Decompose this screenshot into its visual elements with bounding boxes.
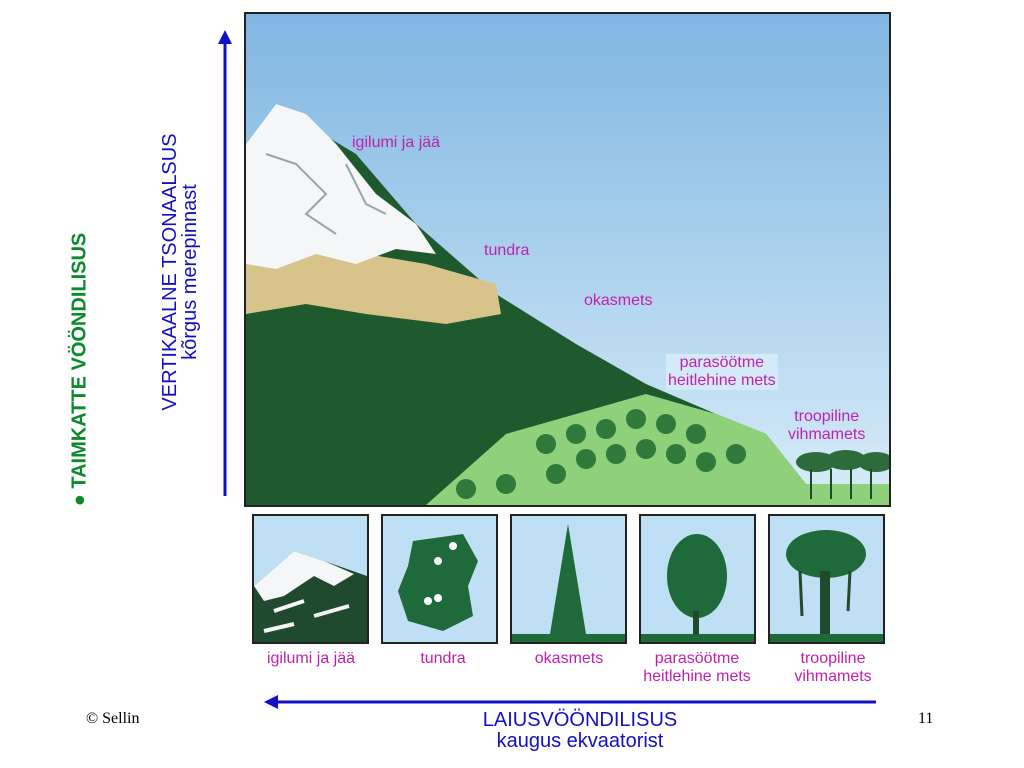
thumb-temperate — [639, 514, 756, 644]
bottom-label-rainforest-line1: troopiline — [800, 650, 866, 667]
bottom-label-temperate-line2: heitlehine mets — [643, 668, 751, 685]
horizontal-axis-title: LAIUSVÖÖNDILISUS — [482, 709, 678, 731]
thumb-snow-ice — [252, 514, 369, 644]
bottom-label-temperate: parasöötme heitlehine mets — [632, 650, 762, 686]
thumb-rainforest — [768, 514, 885, 644]
label-temperate-line2: heitlehine mets — [668, 372, 776, 389]
vertical-arrow — [218, 30, 232, 496]
mountain-illustration — [244, 12, 891, 507]
vegetation-zonality-title: ● TAIMKATTE VÖÖNDILISUS — [68, 232, 91, 507]
horizontal-arrow — [264, 695, 876, 709]
bottom-label-coniferous: okasmets — [534, 650, 604, 667]
thumb-tundra — [381, 514, 498, 644]
label-tundra: tundra — [484, 242, 530, 259]
bottom-label-temperate-line1: parasöötme — [654, 650, 740, 667]
label-tropical-line2: vihmamets — [788, 426, 866, 443]
bottom-label-rainforest-line2: vihmamets — [794, 668, 872, 685]
label-snow-ice: igilumi ja jää — [352, 134, 441, 151]
latitudinal-zonality-title: LAIUSVÖÖNDILISUS kaugus ekvaatorist — [420, 710, 740, 752]
label-tropical-line1: troopiline — [794, 408, 860, 425]
label-temperate-deciduous: parasöötme heitlehine mets — [666, 354, 778, 390]
mountain-scene — [246, 14, 889, 505]
bottom-label-snow-ice: igilumi ja jää — [266, 650, 356, 667]
bottom-label-rainforest: troopiline vihmamets — [768, 650, 898, 686]
vertical-axis-subtitle: kõrgus merepinnast — [179, 184, 201, 360]
copyright: © Sellin — [86, 710, 140, 727]
vertical-axis-title: VERTIKAALNE TSONAALSUS — [159, 133, 181, 411]
label-coniferous: okasmets — [584, 292, 653, 309]
label-tropical-rainforest: troopiline vihmamets — [788, 408, 865, 444]
page-number: 11 — [918, 710, 934, 727]
bottom-label-tundra: tundra — [420, 650, 466, 667]
vertical-zonality-title: VERTIKAALNE TSONAALSUS kõrgus merepinnas… — [159, 112, 201, 432]
horizontal-axis-subtitle: kaugus ekvaatorist — [496, 730, 664, 752]
thumb-coniferous — [510, 514, 627, 644]
label-temperate-line1: parasöötme — [679, 354, 765, 371]
